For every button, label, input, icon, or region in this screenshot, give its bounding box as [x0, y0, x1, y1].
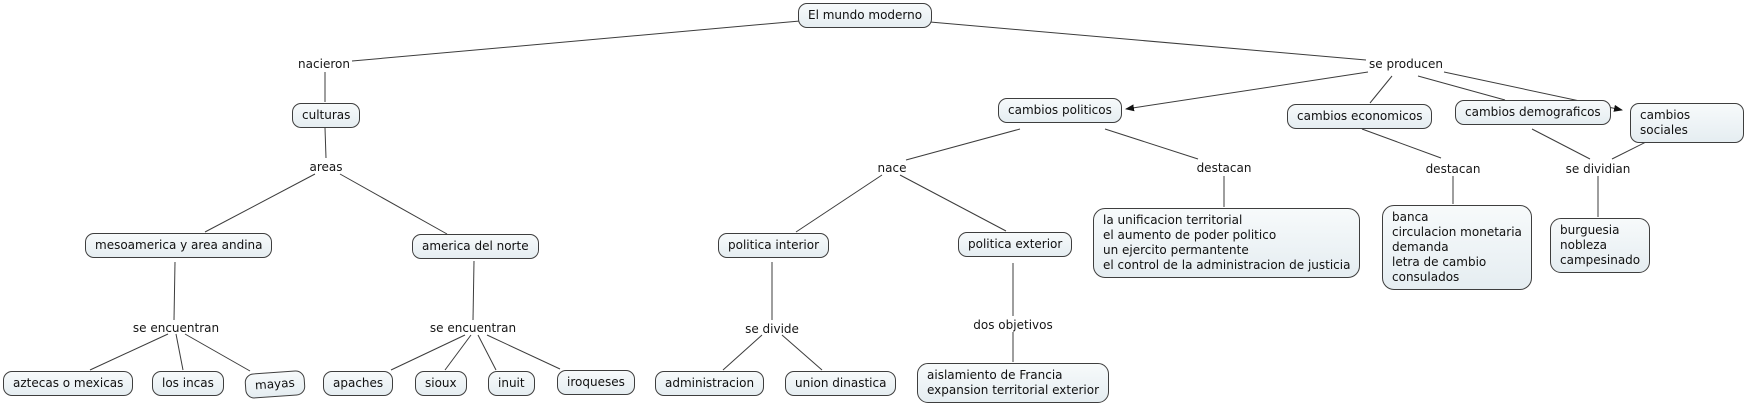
- edge-seencuentran2-apaches: [390, 334, 466, 371]
- node-cambios-demograficos[interactable]: cambios demograficos: [1455, 100, 1611, 125]
- edge-seproducen-economicos: [1369, 75, 1393, 104]
- edge-nace-politicainterior: [795, 174, 883, 233]
- edge-politicos-nace: [905, 128, 1021, 161]
- edge-seencuentran1-mayas: [184, 333, 251, 372]
- node-inuit[interactable]: inuit: [488, 371, 535, 396]
- node-mayas[interactable]: mayas: [244, 369, 306, 400]
- node-iroqueses[interactable]: iroqueses: [557, 370, 635, 395]
- node-cambios-sociales[interactable]: cambios sociales: [1630, 103, 1744, 143]
- node-banca-lista[interactable]: banca circulacion monetaria demanda letr…: [1382, 205, 1532, 290]
- link-label-se-encuentran-1[interactable]: se encuentran: [132, 321, 220, 335]
- edge-seencuentran1-aztecas: [89, 333, 169, 371]
- node-union-dinastica[interactable]: union dinastica: [785, 371, 897, 396]
- link-label-dos-objetivos[interactable]: dos objetivos: [973, 318, 1053, 332]
- node-sioux[interactable]: sioux: [415, 371, 467, 396]
- edge-areas-mesoamerica: [204, 173, 316, 233]
- edge-seencuentran2-inuit: [477, 334, 497, 371]
- node-cambios-economicos[interactable]: cambios economicos: [1287, 104, 1433, 129]
- edge-culturas-areas: [324, 127, 327, 159]
- link-label-se-dividian[interactable]: se dividian: [1565, 162, 1631, 176]
- node-los-incas[interactable]: los incas: [152, 371, 224, 396]
- link-label-se-divide[interactable]: se divide: [745, 322, 799, 336]
- edge-seencuentran2-sioux: [444, 334, 472, 371]
- link-label-destacan-1[interactable]: destacan: [1196, 161, 1252, 175]
- edge-root-nacieron: [351, 20, 801, 62]
- edge-sedivide-uniondinastica: [781, 334, 823, 371]
- node-el-mundo-moderno[interactable]: El mundo moderno: [798, 3, 933, 28]
- link-label-nace[interactable]: nace: [877, 161, 907, 175]
- edge-seencuentran2-iroqueses: [486, 334, 561, 370]
- link-label-se-encuentran-2[interactable]: se encuentran: [429, 321, 517, 335]
- node-aztecas-o-mexicas[interactable]: aztecas o mexicas: [3, 371, 134, 396]
- edge-seproducen-demograficos: [1417, 75, 1506, 101]
- node-america-del-norte[interactable]: america del norte: [412, 234, 539, 259]
- link-label-se-producen[interactable]: se producen: [1369, 57, 1443, 71]
- node-apaches[interactable]: apaches: [323, 371, 394, 396]
- edge-root-seproducen: [929, 21, 1367, 61]
- edge-sedivide-administracion: [722, 334, 763, 371]
- edge-nace-politicaexterior: [899, 174, 1007, 232]
- node-aislamiento-expansion[interactable]: aislamiento de Francia expansion territo…: [917, 363, 1109, 403]
- node-estamentos[interactable]: burguesia nobleza campesinado: [1550, 218, 1651, 273]
- link-label-nacieron[interactable]: nacieron: [298, 57, 350, 71]
- edge-politicos-destacan1: [1104, 128, 1199, 160]
- edge-economicos-destacan2: [1361, 128, 1442, 159]
- link-label-destacan-2[interactable]: destacan: [1425, 162, 1481, 176]
- node-culturas[interactable]: culturas: [292, 103, 361, 128]
- node-politica-exterior[interactable]: politica exterior: [958, 232, 1073, 257]
- edge-demograficos-sedividian: [1531, 128, 1591, 160]
- edge-areas-america: [339, 173, 448, 235]
- link-label-areas[interactable]: areas: [309, 160, 343, 174]
- node-cambios-politicos[interactable]: cambios politicos: [998, 98, 1122, 123]
- edge-mesoamerica-seencuentran1: [173, 261, 176, 321]
- edge-seproducen-politicos: [1125, 71, 1369, 112]
- edge-seencuentran1-incas: [175, 333, 184, 371]
- node-politica-interior[interactable]: politica interior: [718, 233, 830, 258]
- edge-america-seencuentran2: [472, 260, 475, 321]
- node-administracion[interactable]: administracion: [655, 371, 765, 396]
- node-mesoamerica-y-area-andina[interactable]: mesoamerica y area andina: [85, 233, 273, 258]
- node-unificacion-territorial[interactable]: la unificacion territorial el aumento de…: [1093, 208, 1361, 278]
